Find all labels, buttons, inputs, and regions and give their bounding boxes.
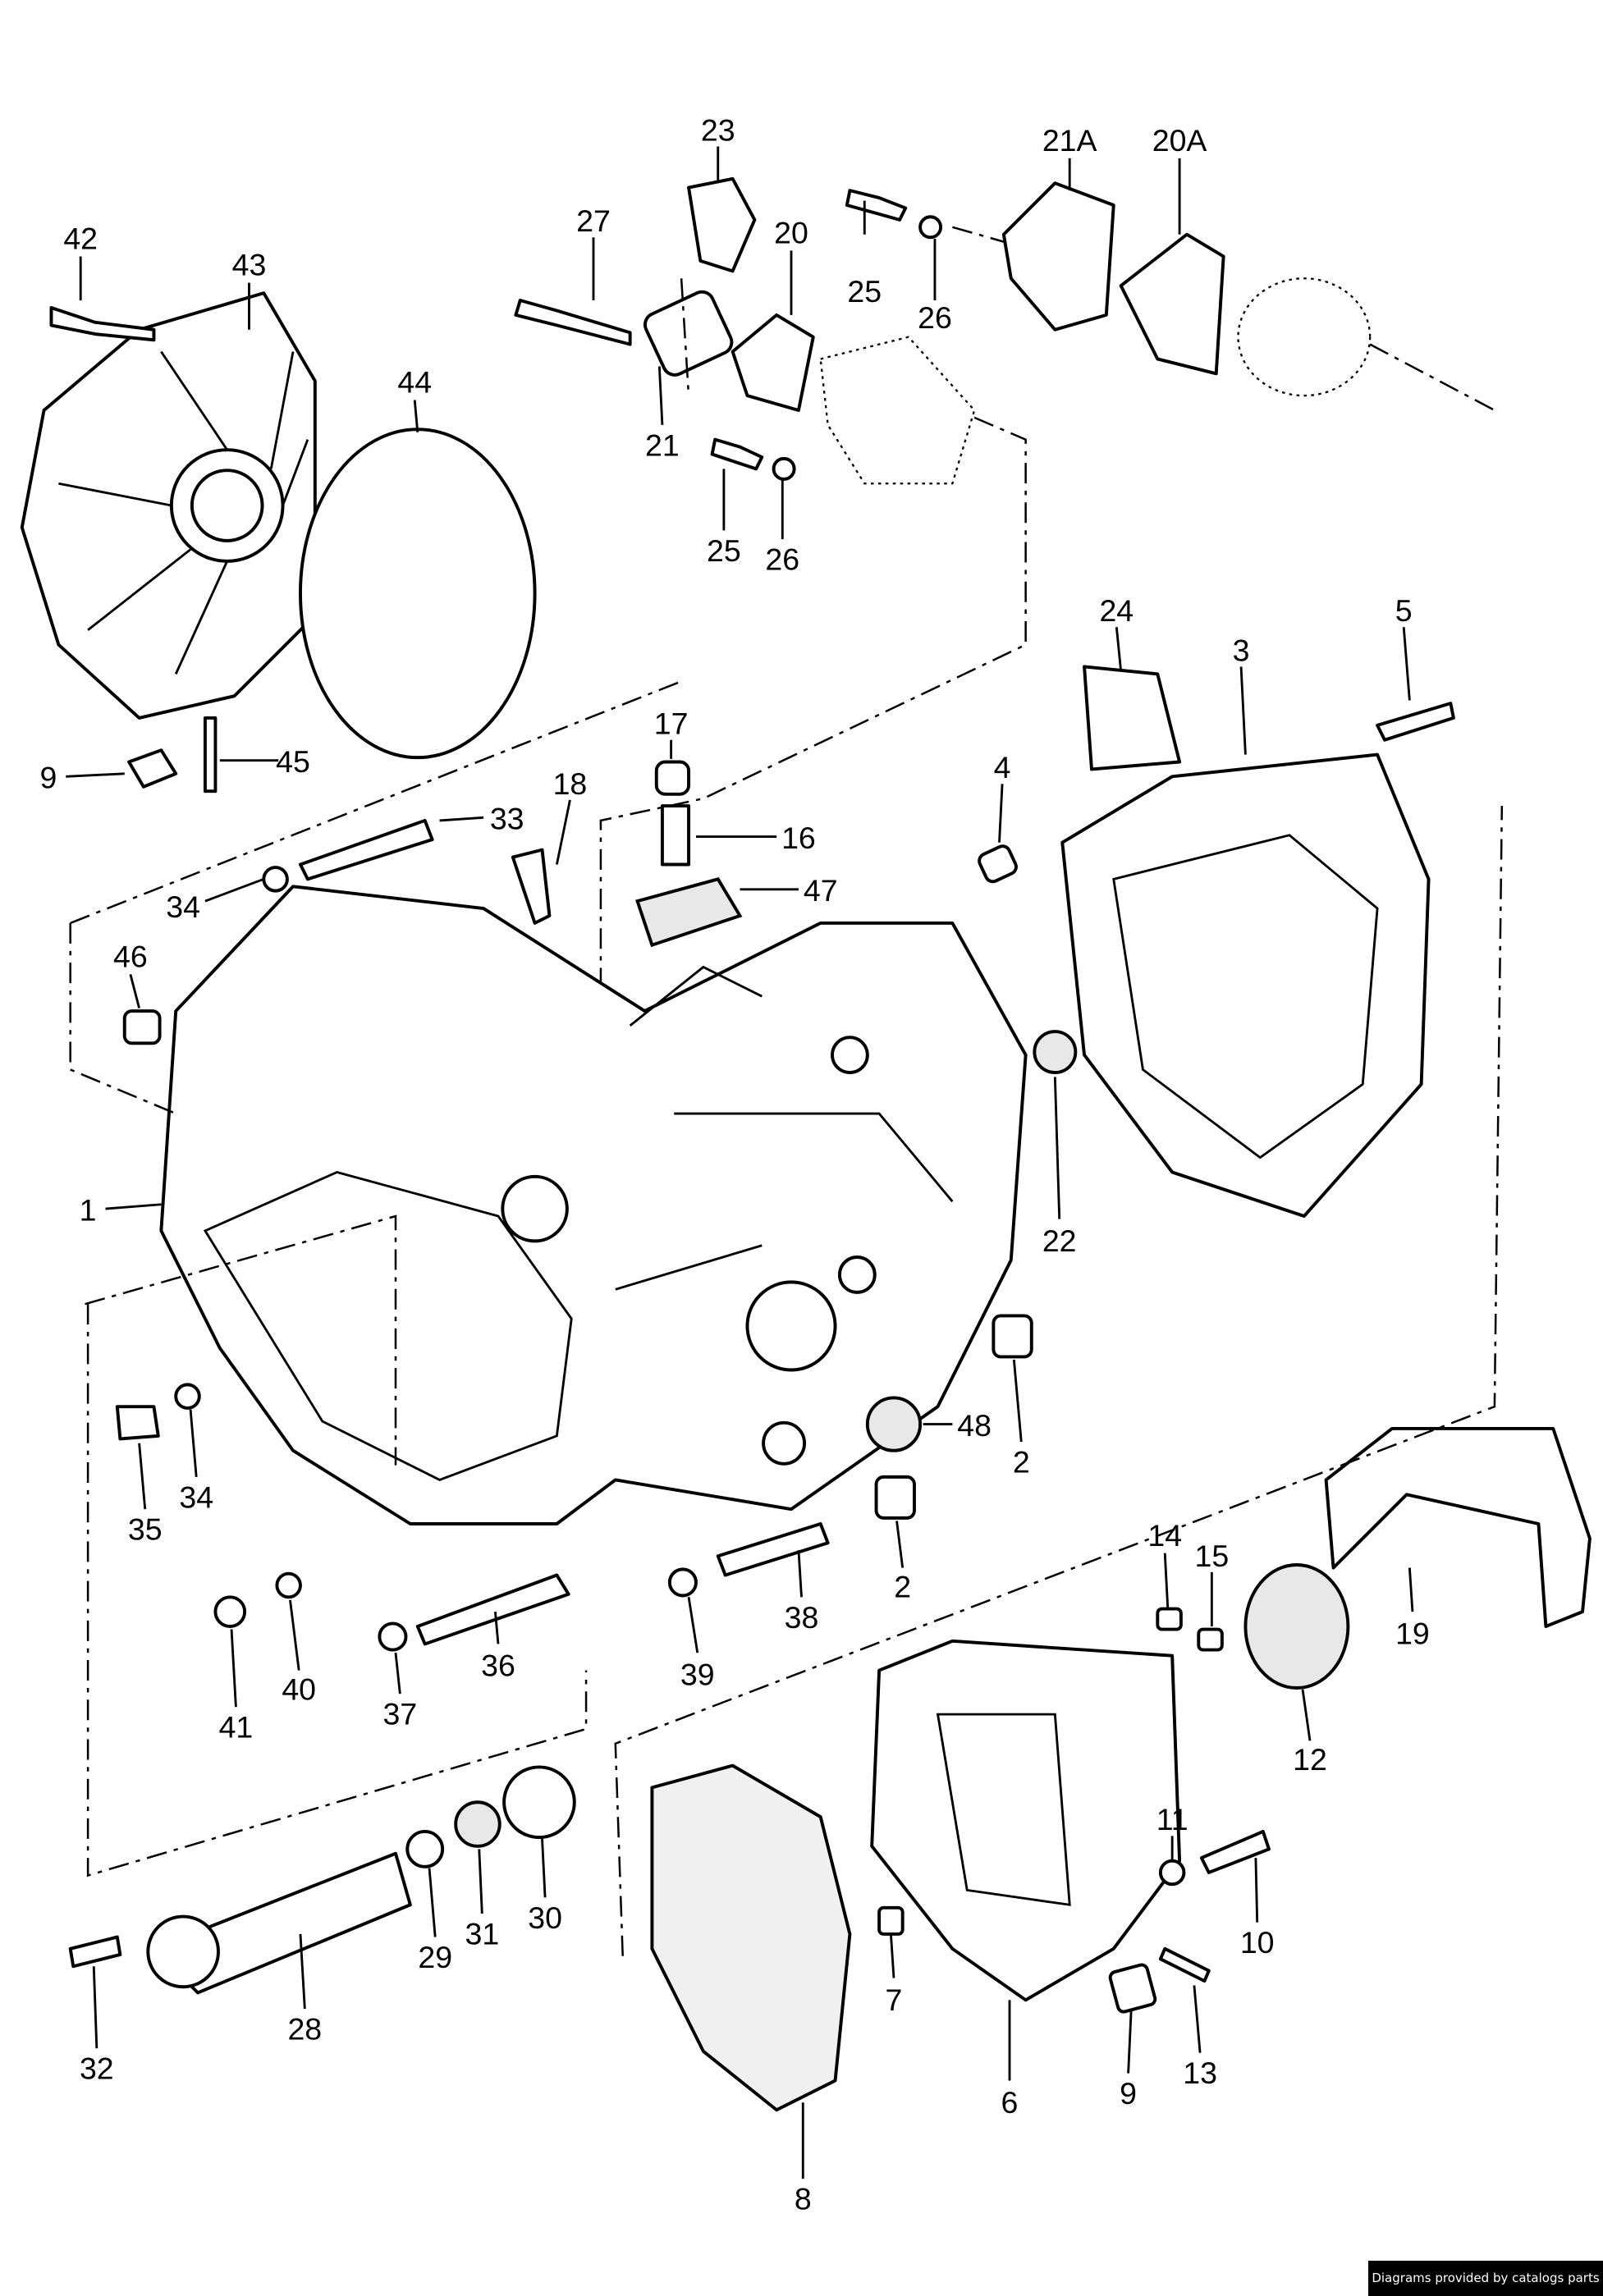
selector-housing: [819, 336, 976, 485]
callout: 34: [179, 1480, 213, 1514]
clutch-housing-3: [1060, 752, 1431, 1218]
callout: 16: [781, 821, 816, 855]
callout: 46: [113, 939, 148, 973]
gasket-8: [650, 1763, 852, 2112]
callout: 10: [1240, 1925, 1275, 1960]
callout: 44: [397, 365, 432, 400]
callout: 34: [166, 890, 200, 924]
callout: 29: [418, 1940, 452, 1974]
callout: 21A: [1042, 123, 1097, 158]
callout: 9: [39, 761, 57, 795]
callout: 28: [287, 2012, 322, 2047]
callout-labels: 23 21A 20A 42 43 27 20 25 26 44 21 25 26…: [39, 112, 1429, 2216]
callout: 19: [1395, 1616, 1430, 1650]
callout: 3: [1233, 633, 1250, 667]
flange-21: [643, 290, 734, 377]
callout: 11: [1156, 1802, 1189, 1836]
callout: 36: [481, 1649, 515, 1683]
callout: 8: [795, 2182, 812, 2216]
part-23: [687, 176, 757, 273]
callout: 6: [1001, 2085, 1019, 2120]
callout: 33: [490, 802, 524, 836]
rear-cover-43: [20, 291, 317, 720]
cover-21A: [1001, 181, 1115, 332]
credit-banner: Diagrams provided by catalogs parts: [1368, 2261, 1603, 2296]
callout: 32: [80, 2051, 114, 2086]
callout: 4: [994, 750, 1011, 784]
callout: 47: [804, 873, 838, 908]
callout: 2: [894, 1569, 911, 1603]
callout: 25: [847, 274, 882, 309]
callout: 15: [1195, 1539, 1230, 1573]
callout: 45: [276, 744, 310, 779]
callout: 40: [282, 1672, 316, 1706]
fasteners: [49, 189, 1455, 2014]
callout: 17: [654, 707, 689, 741]
callout: 5: [1395, 593, 1413, 628]
callout: 18: [553, 766, 588, 801]
callout: 25: [707, 533, 741, 568]
transmission-housing-1: [159, 885, 1028, 1525]
callout: 35: [128, 1512, 163, 1547]
callout: 21: [645, 428, 680, 462]
seal-12: [1243, 1563, 1350, 1690]
callout: 43: [232, 248, 267, 282]
callout: 26: [918, 300, 952, 335]
callout: 13: [1183, 2056, 1217, 2090]
callout: 38: [785, 1600, 819, 1635]
shield-19: [1324, 1426, 1592, 1628]
callout: 20: [774, 215, 808, 249]
gasket-20A: [1119, 232, 1225, 376]
callout: 12: [1293, 1742, 1327, 1777]
callout: 41: [219, 1710, 254, 1745]
callout: 2: [1013, 1445, 1030, 1480]
callout: 9: [1120, 2076, 1137, 2111]
callout: 20A: [1152, 123, 1207, 158]
callout: 39: [680, 1657, 715, 1691]
callout: 24: [1099, 593, 1134, 628]
callout: 22: [1042, 1223, 1077, 1258]
callout: 31: [465, 1916, 499, 1951]
side-cover-6: [870, 1639, 1182, 2002]
callout: 48: [957, 1408, 992, 1443]
selector-shaft: [1237, 277, 1372, 397]
callout: 37: [383, 1697, 418, 1731]
callout: 42: [63, 222, 98, 256]
callout: 14: [1147, 1518, 1182, 1553]
o-ring-44: [299, 428, 537, 760]
callout: 30: [528, 1900, 562, 1935]
callout: 27: [576, 204, 611, 238]
callout: 26: [765, 542, 799, 577]
callout: 1: [80, 1192, 97, 1227]
callout: 7: [886, 1983, 903, 2017]
gasket-20: [731, 313, 815, 412]
callout: 23: [701, 112, 735, 147]
